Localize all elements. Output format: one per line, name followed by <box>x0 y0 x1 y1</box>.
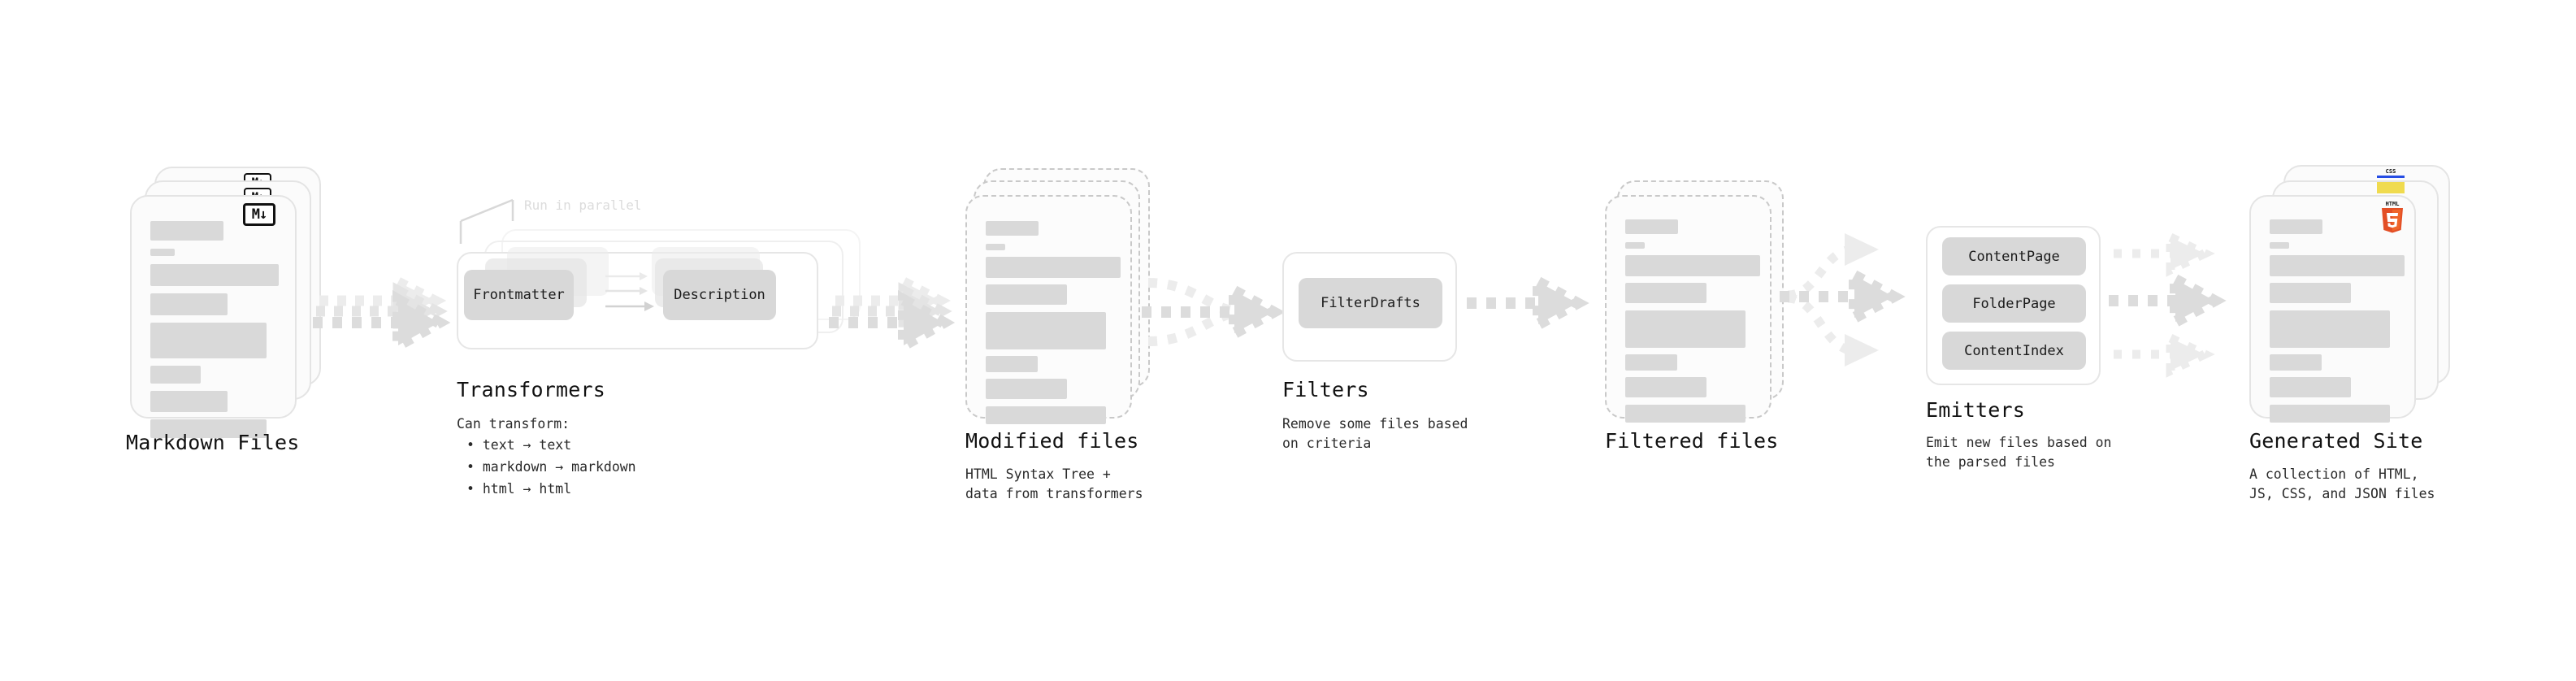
emitters-pill-contentindex[interactable]: ContentIndex <box>1942 332 2086 370</box>
markdown-logo-icon: M↓ <box>243 203 275 226</box>
emitters-subtitle: Emit new files based on the parsed files <box>1926 435 2112 470</box>
emitters-pill-folderpage[interactable]: FolderPage <box>1942 284 2086 323</box>
site-doc-front <box>2249 195 2416 423</box>
js-icon <box>2377 182 2405 193</box>
emitters-pill-contentpage-label: ContentPage <box>1968 248 2060 265</box>
arrow-markdown-to-transformers <box>313 273 451 355</box>
run-in-parallel-bracket <box>459 198 514 244</box>
transformers-bullet-0: • text → text <box>466 437 572 453</box>
transformers-title: Transformers <box>457 378 606 401</box>
html5-icon: HTML <box>2382 201 2403 233</box>
filters-subtitle: Remove some files based on criteria <box>1282 416 1468 451</box>
markdown-doc-front <box>130 195 297 438</box>
arrow-filters-to-filtered <box>1467 272 1589 334</box>
modified-files-title: Modified files <box>965 429 1139 453</box>
transformer-pill-frontmatter[interactable]: Frontmatter <box>464 270 574 320</box>
filtered-files-title: Filtered files <box>1605 429 1779 453</box>
arrow-modified-to-filters <box>1142 278 1286 346</box>
run-in-parallel-label: Run in parallel <box>524 197 642 213</box>
filtered-doc-front <box>1605 195 1772 423</box>
modified-files-subtitle: HTML Syntax Tree + data from transformer… <box>965 466 1143 501</box>
css-icon: CSS <box>2377 168 2405 178</box>
modified-doc-front <box>965 195 1132 424</box>
arrow-emitters-to-site <box>2109 230 2227 378</box>
emitters-pill-contentpage[interactable]: ContentPage <box>1942 237 2086 275</box>
filters-title: Filters <box>1282 378 1369 401</box>
arrow-filtered-to-emitters <box>1780 233 1906 367</box>
svg-text:HTML: HTML <box>2386 201 2400 207</box>
filters-pill-filterdrafts-label: FilterDrafts <box>1321 295 1420 311</box>
generated-site-subtitle: A collection of HTML, JS, CSS, and JSON … <box>2249 466 2435 501</box>
emitters-pill-contentindex-label: ContentIndex <box>1964 342 2064 359</box>
emitters-title: Emitters <box>1926 398 2026 422</box>
filters-pill-filterdrafts[interactable]: FilterDrafts <box>1299 278 1442 328</box>
transformer-pill-description[interactable]: Description <box>663 270 776 320</box>
transformer-inner-arrows <box>605 272 654 311</box>
markdown-files-title: Markdown Files <box>126 431 300 454</box>
transformer-pill-description-label: Description <box>674 287 765 303</box>
transformers-subtitle: Can transform: <box>457 416 570 432</box>
emitters-pill-folderpage-label: FolderPage <box>1972 295 2056 312</box>
arrow-transformers-to-modified <box>829 273 956 356</box>
generated-site-title: Generated Site <box>2249 429 2423 453</box>
transformer-pill-frontmatter-label: Frontmatter <box>473 287 565 303</box>
transformers-bullet-1: • markdown → markdown <box>466 459 636 475</box>
transformers-bullet-2: • html → html <box>466 481 572 497</box>
